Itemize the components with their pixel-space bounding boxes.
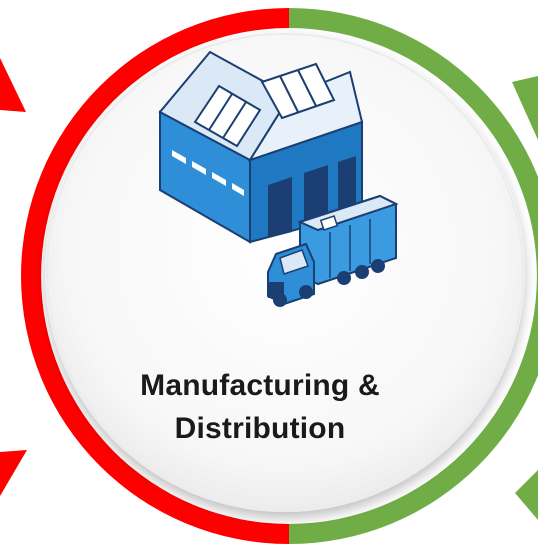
center-title-line1: Manufacturing & bbox=[140, 369, 380, 402]
center-title-line2: Distribution bbox=[174, 412, 346, 445]
warehouse-with-truck-icon bbox=[158, 50, 399, 307]
right-top-arrow-head bbox=[512, 76, 538, 140]
right-bottom-arrow-head bbox=[515, 470, 538, 520]
left-bottom-arrow-head bbox=[0, 450, 27, 496]
left-top-arrow-head bbox=[0, 58, 26, 112]
